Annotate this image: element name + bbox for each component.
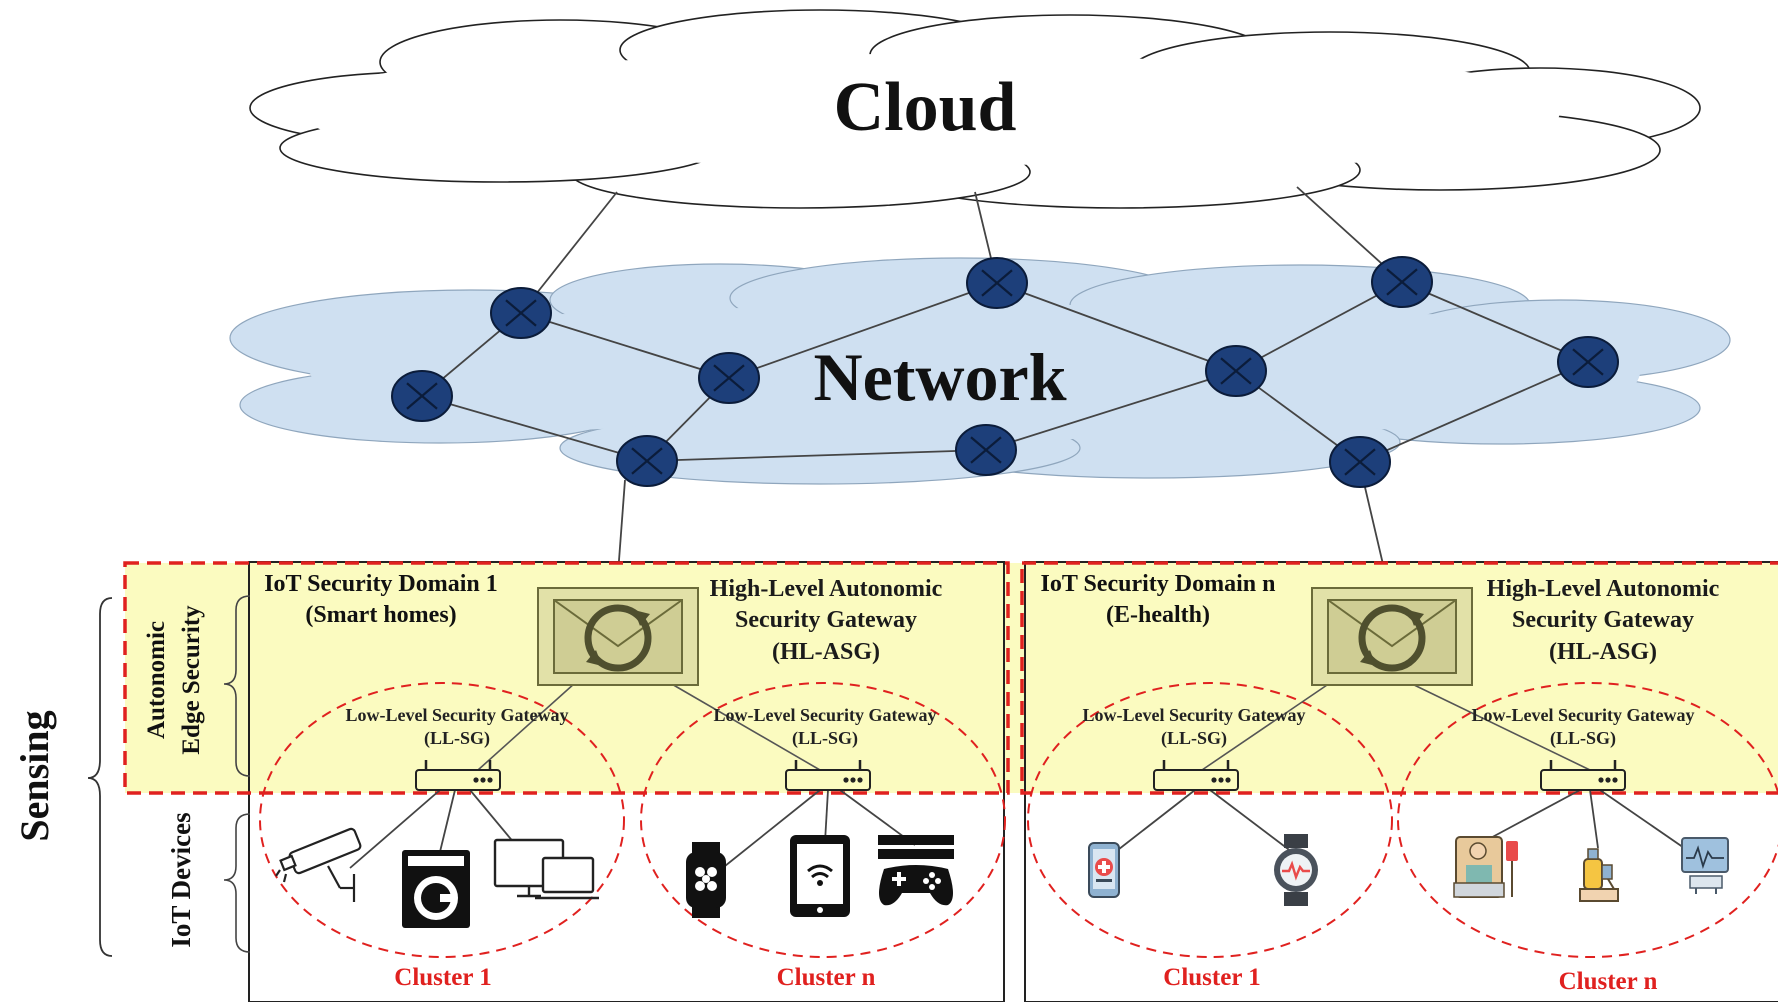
hl-asg-1-line3: (HL-ASG) — [772, 639, 880, 665]
cluster-label-d1-c1: Cluster 1 — [394, 964, 491, 991]
hl-asg-gateway-icon — [1311, 587, 1473, 686]
domain-1-subtitle: (Smart homes) — [305, 602, 456, 628]
hl-asg-gateway-icon — [537, 587, 699, 686]
ll-sg-d1-cn-line2: (LL-SG) — [792, 728, 858, 749]
ll-sg-dn-c1-line1: Low-Level Security Gateway — [1083, 705, 1306, 725]
hospital-patient-icon — [1453, 836, 1518, 898]
cluster-label-dn-c1: Cluster 1 — [1163, 964, 1260, 991]
game-console-icon — [878, 835, 954, 906]
sensing-label: Sensing — [12, 710, 57, 841]
medical-monitor-icon — [1681, 837, 1729, 894]
router-icons — [391, 256, 1619, 488]
ll-sg-router-icon — [1153, 760, 1239, 791]
health-phone-icon — [1088, 842, 1120, 898]
ll-sg-d1-c1-line1: Low-Level Security Gateway — [346, 705, 569, 725]
ll-sg-dn-cn-line1: Low-Level Security Gateway — [1472, 705, 1695, 725]
tablet-wifi-icon — [790, 835, 850, 917]
domain-1-title: IoT Security Domain 1 — [264, 571, 498, 597]
ll-sg-router-icon — [415, 760, 501, 791]
router-icon — [616, 435, 678, 487]
cloud-label: Cloud — [834, 69, 1017, 146]
router-icon — [966, 257, 1028, 309]
edge-brace — [223, 595, 251, 777]
edge-dashed-border-1 — [123, 561, 1010, 795]
edge-dashed-border-n — [1020, 561, 1778, 795]
ll-sg-dn-cn-line2: (LL-SG) — [1550, 728, 1616, 749]
autonomic-edge-label-line2: Edge Security — [178, 605, 205, 755]
router-icon — [490, 287, 552, 339]
computer-monitors-icon — [493, 838, 599, 900]
network-label: Network — [813, 339, 1066, 415]
devices-brace — [223, 813, 251, 953]
autonomic-edge-label-line1: Autonomic — [143, 621, 170, 739]
hl-asg-n-line1: High-Level Autonomic — [1487, 576, 1720, 602]
autonomic-edge-band — [125, 563, 1778, 793]
domain-n-title: IoT Security Domain n — [1041, 571, 1276, 597]
router-icon — [1329, 436, 1391, 488]
ll-sg-router-icon — [785, 760, 871, 791]
ll-sg-router-icon — [1540, 760, 1626, 791]
router-icon — [698, 352, 760, 404]
network-links — [421, 186, 1589, 591]
router-icon — [391, 370, 453, 422]
iv-drip-icon — [1579, 848, 1619, 902]
cluster-ellipse-dn-cn — [1397, 682, 1778, 958]
cluster-ellipse-d1-cn — [640, 682, 1006, 958]
domain-n-subtitle: (E-health) — [1106, 602, 1210, 628]
cluster-ellipse-dn-c1 — [1027, 682, 1393, 958]
gateway-links — [477, 682, 1591, 771]
smartwatch-icon — [686, 842, 726, 918]
cluster-label-d1-cn: Cluster n — [777, 964, 876, 991]
cluster-ellipse-d1-c1 — [259, 682, 625, 958]
hl-asg-1-line2: Security Gateway — [735, 607, 917, 633]
security-camera-icon — [275, 827, 362, 902]
cluster-label-dn-cn: Cluster n — [1559, 968, 1658, 995]
iot-devices-label: IoT Devices — [166, 812, 196, 947]
washing-machine-icon — [402, 850, 470, 928]
heart-rate-watch-icon — [1274, 834, 1318, 906]
router-icon — [1557, 336, 1619, 388]
router-icon — [1205, 345, 1267, 397]
ll-sg-dn-c1-line2: (LL-SG) — [1161, 728, 1227, 749]
router-icon — [1371, 256, 1433, 308]
ll-sg-d1-cn-line1: Low-Level Security Gateway — [714, 705, 937, 725]
hl-asg-n-line2: Security Gateway — [1512, 607, 1694, 633]
ll-sg-d1-c1-line2: (LL-SG) — [424, 728, 490, 749]
hl-asg-1-line1: High-Level Autonomic — [710, 576, 943, 602]
router-icon — [955, 424, 1017, 476]
hl-asg-n-line3: (HL-ASG) — [1549, 639, 1657, 665]
sensing-brace — [87, 597, 113, 957]
